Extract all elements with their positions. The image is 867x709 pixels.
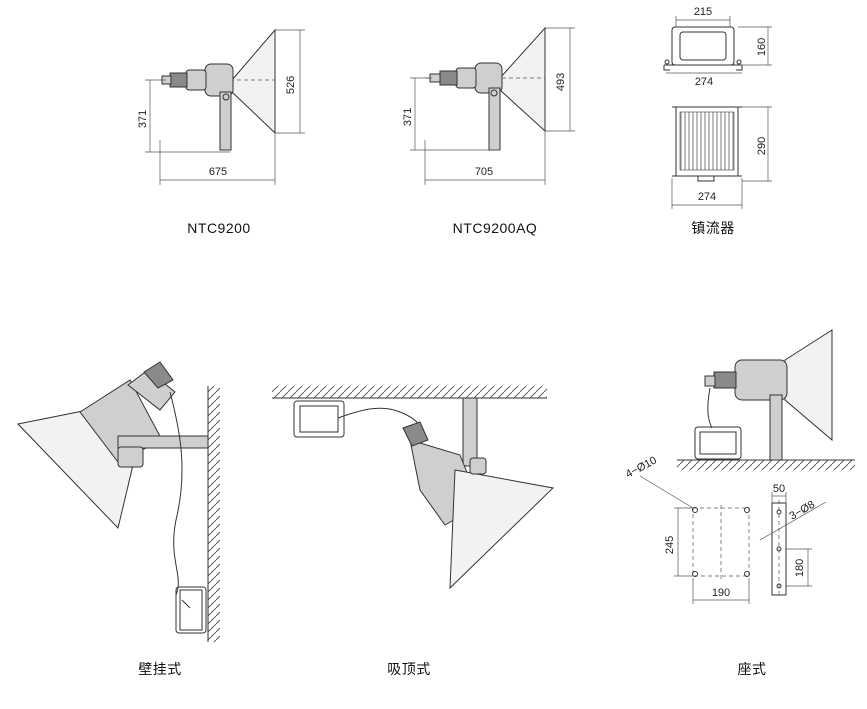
ntc9200aq-dimensions: 493 371 705 xyxy=(402,27,575,185)
ceiling-mount-ceiling xyxy=(272,386,547,399)
floor-mount-bar-width-dim: 50 xyxy=(773,483,785,495)
floor-mount-drawing: 4−Ø10 245 190 50 3−Ø8 180 xyxy=(624,329,855,677)
ceiling-mount-lamp xyxy=(402,397,555,590)
ntc9200-height-dim: 526 xyxy=(285,76,297,94)
floor-mount-ground xyxy=(677,459,855,470)
floor-mount-lamp xyxy=(704,329,833,461)
ntc9200aq-mount-dim: 371 xyxy=(402,108,414,126)
wall-mount-wall xyxy=(207,386,220,642)
ntc9200aq-caption: NTC9200AQ xyxy=(453,220,538,236)
ballast-top-width-dim: 215 xyxy=(694,6,712,18)
ntc9200aq-width-dim: 705 xyxy=(475,166,493,178)
floor-mount-bar-plan: 50 3−Ø8 180 xyxy=(759,483,827,598)
ceiling-mount-junction-box xyxy=(293,400,423,441)
ballast-caption: 镇流器 xyxy=(691,220,735,236)
ntc9200-drawing: 526 371 675 NTC9200 xyxy=(137,28,305,236)
ballast-front-view: 290 274 xyxy=(671,106,772,209)
ballast-side-view: 215 274 160 xyxy=(663,6,772,88)
ntc9200aq-height-dim: 493 xyxy=(555,73,567,91)
floor-mount-holes3-label: 3−Ø8 xyxy=(788,499,818,523)
ballast-drawing: 215 274 160 290 274 镇流器 xyxy=(663,6,772,236)
ceiling-mount-drawing: 吸顶式 xyxy=(272,386,555,677)
wall-mount-lamp xyxy=(17,361,209,596)
ntc9200-caption: NTC9200 xyxy=(187,220,250,236)
ntc9200-mount-dim: 371 xyxy=(137,110,149,128)
floor-mount-plate-height-dim: 245 xyxy=(664,536,676,554)
ntc9200-lamp xyxy=(160,28,276,151)
floor-mount-ballast xyxy=(694,426,742,460)
ntc9200-width-dim: 675 xyxy=(209,166,227,178)
ntc9200aq-drawing: 493 371 705 NTC9200AQ xyxy=(402,26,575,236)
floor-mount-plate-width-dim: 190 xyxy=(712,587,730,599)
wall-mount-junction-box xyxy=(175,586,207,634)
wall-mount-drawing: 壁挂式 xyxy=(17,361,220,677)
wall-mount-caption: 壁挂式 xyxy=(138,661,182,677)
ballast-bottom-width-dim: 274 xyxy=(698,191,716,203)
ceiling-mount-caption: 吸顶式 xyxy=(387,661,431,677)
ntc9200-dimensions: 526 371 675 xyxy=(137,29,305,185)
floor-mount-bar-height-dim: 180 xyxy=(794,559,806,577)
floor-mount-plate-plan: 4−Ø10 245 190 xyxy=(624,454,750,604)
ntc9200aq-lamp xyxy=(425,26,546,151)
ballast-top-base-dim: 274 xyxy=(695,76,713,88)
floor-mount-caption: 座式 xyxy=(738,661,767,677)
ballast-bottom-height-dim: 290 xyxy=(756,137,768,155)
ballast-top-height-dim: 160 xyxy=(756,38,768,56)
